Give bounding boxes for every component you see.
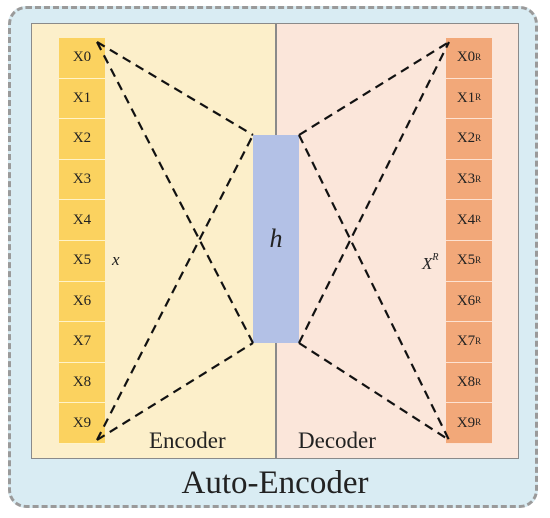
input-vector: X0 X1 X2 X3 X4 X5 X6 X7 X8 X9 <box>59 38 105 444</box>
decoder-line-cross-up <box>298 41 450 344</box>
input-cell: X9 <box>59 403 105 444</box>
output-cell-sup: R <box>475 335 482 346</box>
encoder-line-bottom <box>96 342 254 441</box>
output-cell-sup: R <box>475 295 482 306</box>
input-cell: X6 <box>59 281 105 323</box>
output-cell-base: X3 <box>456 171 476 188</box>
output-cell-sup: R <box>475 132 482 143</box>
input-cell: X0 <box>59 38 105 79</box>
output-cell-base: X1 <box>456 89 476 106</box>
output-label: XR <box>422 252 439 274</box>
output-cell-base: X2 <box>456 130 476 147</box>
output-cell-sup: R <box>475 214 482 225</box>
output-cell-base: X5 <box>456 252 476 269</box>
input-label: x <box>112 250 120 269</box>
output-label-base: X <box>422 254 433 273</box>
output-cell-sup: R <box>475 92 482 103</box>
output-cell-sup: R <box>475 51 482 62</box>
input-cell: X5 <box>59 240 105 282</box>
encoder-line-cross-down <box>96 41 254 344</box>
encoder-line-cross-up <box>96 134 254 441</box>
output-cell-sup: R <box>475 254 482 265</box>
output-cell-base: X6 <box>456 292 476 309</box>
output-cell-base: X7 <box>456 333 476 350</box>
decoder-line-top <box>298 41 450 136</box>
input-cell: X3 <box>59 159 105 201</box>
output-cell-base: X0 <box>456 49 476 66</box>
input-cell: X8 <box>59 362 105 404</box>
output-cell-sup: R <box>475 173 482 184</box>
hidden-layer: h <box>253 135 299 343</box>
diagram-title: Auto-Encoder <box>181 465 369 501</box>
output-cell-sup: R <box>475 376 482 387</box>
decoder-line-cross-down <box>298 134 450 441</box>
input-cell: X2 <box>59 119 105 160</box>
encoder-label: Encoder <box>149 428 226 453</box>
input-cell: X1 <box>59 78 105 120</box>
output-label-sup: R <box>432 252 439 264</box>
hidden-label: h <box>269 224 283 253</box>
decoder-label: Decoder <box>298 428 376 453</box>
output-cell-base: X8 <box>456 374 476 391</box>
output-cell-base: X4 <box>456 211 476 228</box>
input-cell: X4 <box>59 200 105 241</box>
input-cell: X7 <box>59 322 105 363</box>
output-cell-base: X9 <box>456 414 476 431</box>
encoder-line-top <box>96 41 254 136</box>
decoder-line-bottom <box>298 342 450 441</box>
output-cell-sup: R <box>475 417 482 428</box>
